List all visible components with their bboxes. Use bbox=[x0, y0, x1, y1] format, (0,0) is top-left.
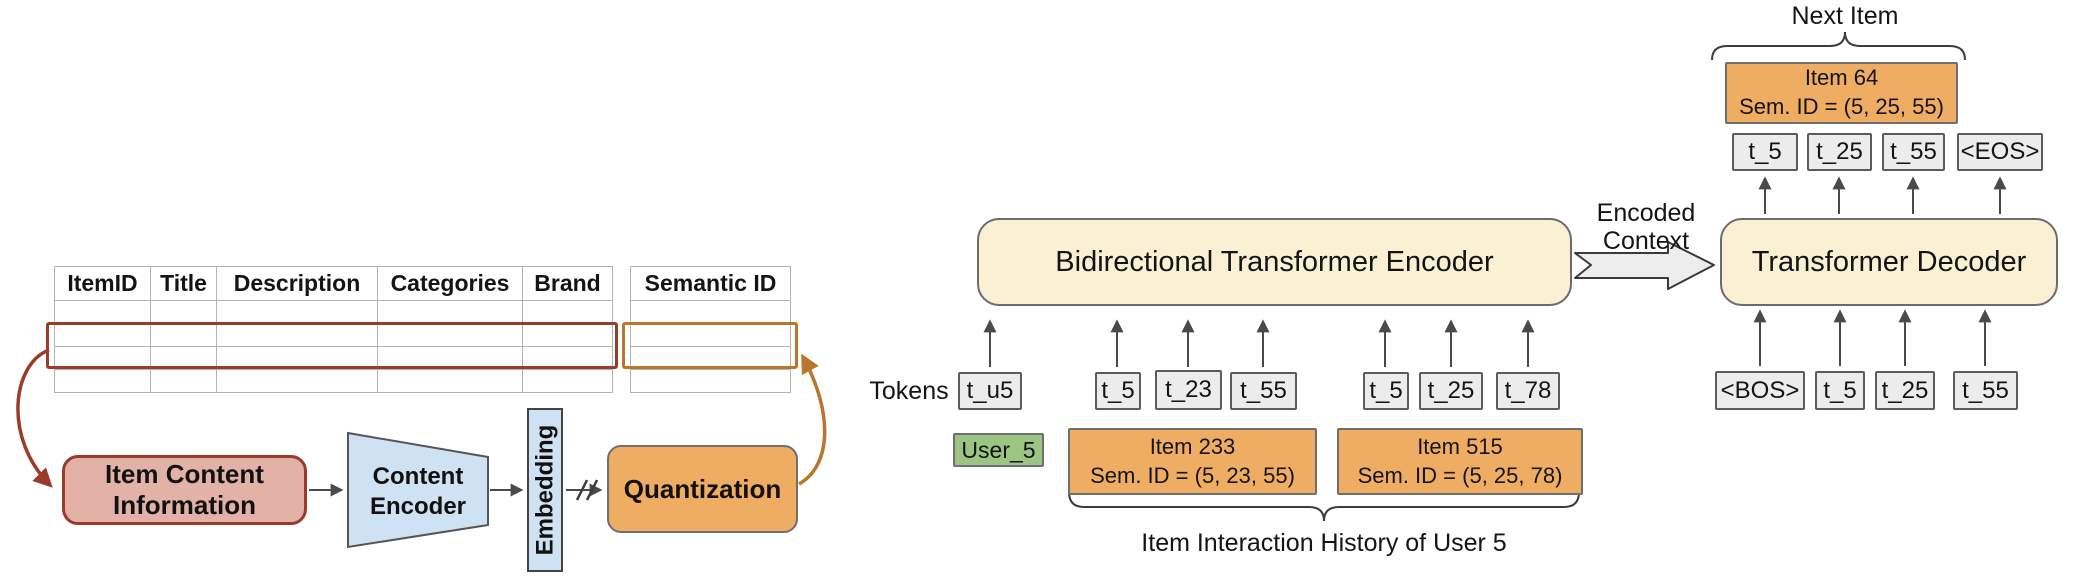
item-64-name: Item 64 bbox=[1804, 65, 1879, 91]
history-brace bbox=[1068, 491, 1580, 522]
item-64-sem-id: Sem. ID = (5, 25, 55) bbox=[1739, 94, 1944, 119]
tokens-label: Tokens bbox=[869, 377, 949, 405]
item-content-information-box: Item Content Information bbox=[62, 455, 307, 525]
highlighted-item-row-outline bbox=[46, 322, 618, 369]
token-t_55: t_55 bbox=[1230, 372, 1297, 410]
interaction-history-label: Item Interaction History of User 5 bbox=[1141, 528, 1507, 557]
item-515-name: Item 515 bbox=[1417, 433, 1503, 459]
table-row bbox=[54, 323, 613, 347]
encoded-context-arrow bbox=[1574, 241, 1715, 290]
token-out-t_25: t_25 bbox=[1807, 133, 1872, 171]
token-in-t_25: t_25 bbox=[1875, 371, 1935, 410]
column-header-semantic-id: Semantic ID bbox=[630, 266, 791, 301]
embedding-box: Embedding bbox=[527, 408, 563, 572]
token-t_25: t_25 bbox=[1419, 372, 1483, 410]
token-t_23: t_23 bbox=[1155, 370, 1222, 410]
encoded-context-line1: Encoded bbox=[1596, 199, 1696, 227]
item-515-box: Item 515 Sem. ID = (5, 25, 78) bbox=[1337, 428, 1583, 495]
column-header-itemid: ItemID bbox=[54, 266, 151, 301]
item-233-sem-id: Sem. ID = (5, 23, 55) bbox=[1090, 462, 1295, 488]
highlighted-semantic-id-outline bbox=[622, 322, 798, 369]
content-encoder-label: Content Encoder bbox=[369, 463, 467, 520]
decoder-output-arrows bbox=[1758, 176, 2007, 214]
token-t_5: t_5 bbox=[1095, 372, 1141, 410]
token-out-eos: <EOS> bbox=[1957, 133, 2043, 171]
table-row bbox=[630, 369, 791, 393]
user-5-box: User_5 bbox=[953, 433, 1044, 467]
token-t_u5: t_u5 bbox=[958, 372, 1022, 410]
embedding-label: Embedding bbox=[531, 424, 559, 556]
quantization-box: Quantization bbox=[607, 445, 798, 533]
table-row bbox=[54, 300, 613, 324]
item-64-box: Item 64 Sem. ID = (5, 25, 55) bbox=[1725, 62, 1958, 124]
decoder-input-arrows bbox=[1753, 309, 1992, 366]
next-item-brace bbox=[1711, 31, 1966, 61]
token-in-t_55: t_55 bbox=[1953, 371, 2018, 410]
token-in-bos: <BOS> bbox=[1715, 371, 1805, 410]
bidirectional-transformer-encoder-box: Bidirectional Transformer Encoder bbox=[977, 218, 1572, 306]
arrow-row-to-content-info bbox=[16, 348, 53, 488]
token-out-t_55: t_55 bbox=[1882, 133, 1945, 171]
column-header-brand: Brand bbox=[522, 266, 613, 301]
item-233-name: Item 233 bbox=[1149, 433, 1236, 459]
token-out-t_5: t_5 bbox=[1732, 133, 1798, 171]
token-t_78: t_78 bbox=[1496, 372, 1560, 410]
next-item-label: Next Item bbox=[1791, 1, 1899, 30]
encoded-context-line2: Context bbox=[1602, 226, 1690, 255]
column-header-categories: Categories bbox=[377, 266, 523, 301]
column-header-title: Title bbox=[150, 266, 217, 301]
broken-link-icon bbox=[575, 479, 599, 501]
encoded-context-label: Encoded Context bbox=[1578, 199, 1714, 255]
item-233-box: Item 233 Sem. ID = (5, 23, 55) bbox=[1068, 428, 1317, 495]
semantic-id-table: Semantic ID bbox=[630, 266, 791, 393]
content-encoder-trapezoid bbox=[347, 431, 489, 549]
arrow-quantization-to-semantic-id bbox=[798, 353, 827, 486]
token-t_5: t_5 bbox=[1363, 372, 1409, 410]
encoder-input-arrows bbox=[983, 319, 1535, 367]
table-row bbox=[54, 369, 613, 393]
table-row bbox=[630, 323, 791, 347]
token-in-t_5: t_5 bbox=[1815, 371, 1865, 410]
table-row bbox=[630, 300, 791, 324]
item-515-sem-id: Sem. ID = (5, 25, 78) bbox=[1357, 462, 1563, 488]
column-header-description: Description bbox=[216, 266, 378, 301]
item-metadata-table: ItemID Title Description Categories Bran… bbox=[54, 266, 613, 393]
transformer-decoder-box: Transformer Decoder bbox=[1720, 218, 2058, 306]
